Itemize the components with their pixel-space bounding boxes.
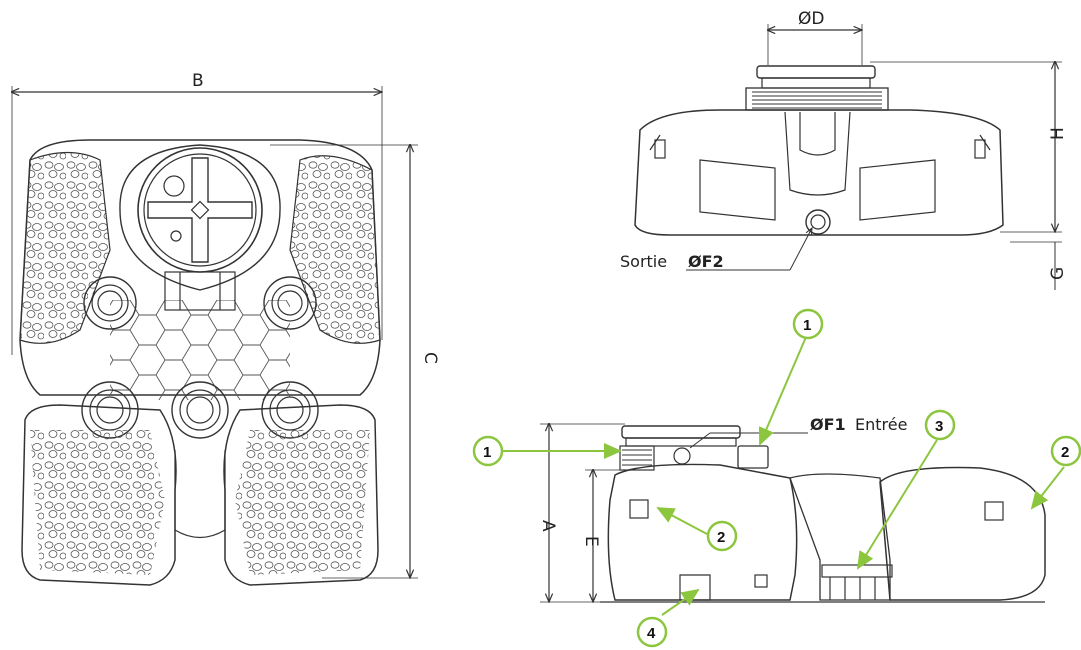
svg-text:1: 1 — [483, 444, 491, 461]
ports-top — [81, 276, 319, 439]
callout-2-right: 2 — [1050, 435, 1081, 467]
upper-left-texture — [19, 151, 111, 344]
dim-c-label: C — [420, 352, 440, 364]
svg-text:3: 3 — [935, 418, 943, 435]
hex-pattern — [110, 300, 290, 400]
svg-text:1: 1 — [803, 317, 811, 334]
lid-outer — [137, 147, 263, 273]
svg-text:4: 4 — [647, 625, 656, 642]
callouts — [503, 336, 1065, 616]
entree-label: Entrée — [855, 415, 907, 434]
dim-g-label: G — [1048, 267, 1068, 280]
svg-text:2: 2 — [1061, 444, 1069, 461]
lid-inner — [143, 153, 257, 267]
svg-text:2: 2 — [717, 529, 725, 546]
callout-2-mid: 2 — [706, 520, 738, 552]
top-view — [12, 86, 418, 586]
front-view — [634, 24, 1062, 290]
lid-housing — [119, 144, 281, 291]
dim-b-label: B — [192, 71, 204, 91]
callout-3: 3 — [924, 409, 956, 441]
dim-f2-label: ØF2 — [688, 252, 724, 271]
dim-f1-label: ØF1 — [810, 415, 846, 434]
dim-h-label: H — [1048, 127, 1068, 140]
dim-d-label: ØD — [798, 9, 824, 29]
callout-4: 4 — [636, 616, 668, 648]
front-body — [634, 109, 1004, 236]
side-right-body — [879, 466, 1046, 601]
dim-e-label: E — [581, 536, 601, 547]
lid-neck — [164, 271, 236, 311]
side-view — [540, 424, 1046, 602]
side-left-body — [607, 463, 798, 601]
sortie-label: Sortie — [620, 252, 667, 271]
callout-1-left: 1 — [472, 435, 504, 467]
lid-cross — [147, 157, 253, 263]
upper-right-texture — [289, 155, 381, 344]
dim-a-label: A — [538, 520, 558, 532]
callout-1-top: 1 — [792, 308, 824, 340]
